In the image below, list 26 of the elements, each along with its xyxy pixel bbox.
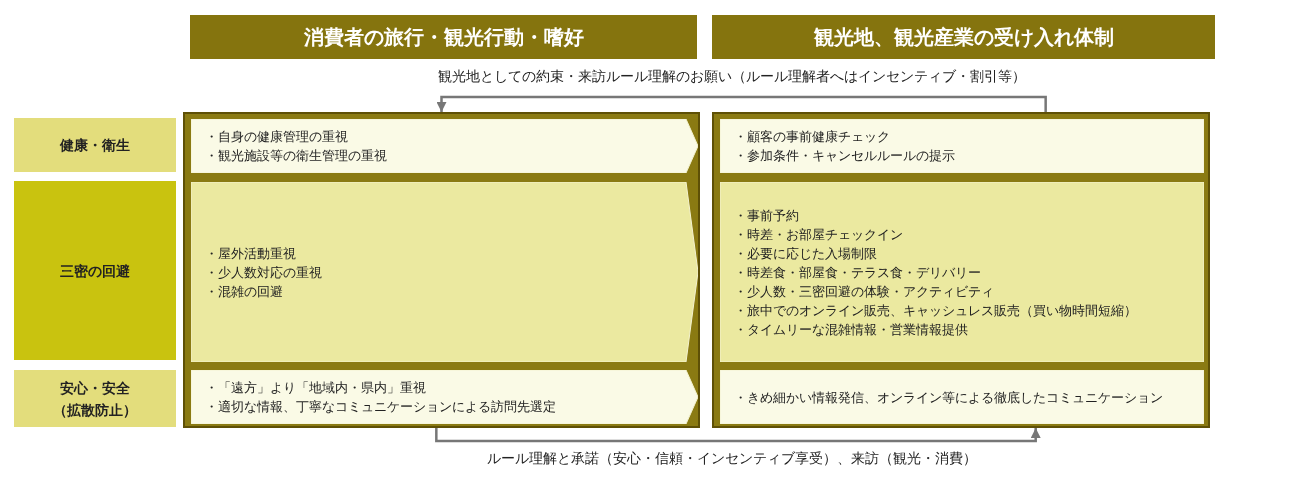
arrow [436, 95, 1047, 112]
bullet-text: ・観光施設等の衛生管理の重視 [205, 147, 388, 165]
bullet-text: ・少人数・三密回避の体験・アクティビティ [734, 282, 995, 301]
bullet-text: ・時差・お部屋チェックイン [734, 225, 904, 244]
bullet-text: ・タイムリーな混雑情報・営業情報提供 [734, 320, 969, 339]
bullet-text: ・「遠方」より「地域内・県内」重視 [205, 379, 427, 397]
column-heading: 消費者の旅行・観光行動・嗜好 [303, 23, 584, 51]
bullet-text: ・きめ細かい情報発信、オンライン等による徹底したコミュニケーション [734, 388, 1164, 407]
column-heading: 観光地、観光産業の受け入れ体制 [813, 23, 1114, 51]
bullet-text: ・顧客の事前健康チェック [734, 128, 891, 146]
bullet-text: ・旅中でのオンライン販売、キャッシュレス販売（買い物時間短縮） [734, 301, 1138, 320]
bullet-text: ・混雑の回避 [205, 282, 284, 301]
bullet-text: ・屋外活動重視 [205, 244, 297, 263]
bullet-text: ・必要に応じた入場制限 [734, 244, 878, 263]
bullet-text: ・事前予約 [734, 206, 800, 225]
bullet-text: ・時差食・部屋食・テラス食・デリバリー [734, 263, 982, 282]
row-label: 三密の回避 [60, 261, 130, 281]
panel-frame [183, 112, 700, 428]
bullet-text: ・少人数対応の重視 [205, 263, 323, 282]
panel-frame [712, 112, 1210, 428]
bullet-text: ・参加条件・キャンセルルールの提示 [734, 147, 956, 165]
bullet-text: ・自身の健康管理の重視 [205, 128, 349, 146]
row-label: 安心・安全（拡散防止） [52, 378, 138, 420]
bullet-text: ・適切な情報、丁寧なコミュニケーションによる訪問先選定 [205, 398, 557, 416]
arrow [435, 428, 1041, 443]
row-label: 健康・衛生 [60, 136, 130, 155]
